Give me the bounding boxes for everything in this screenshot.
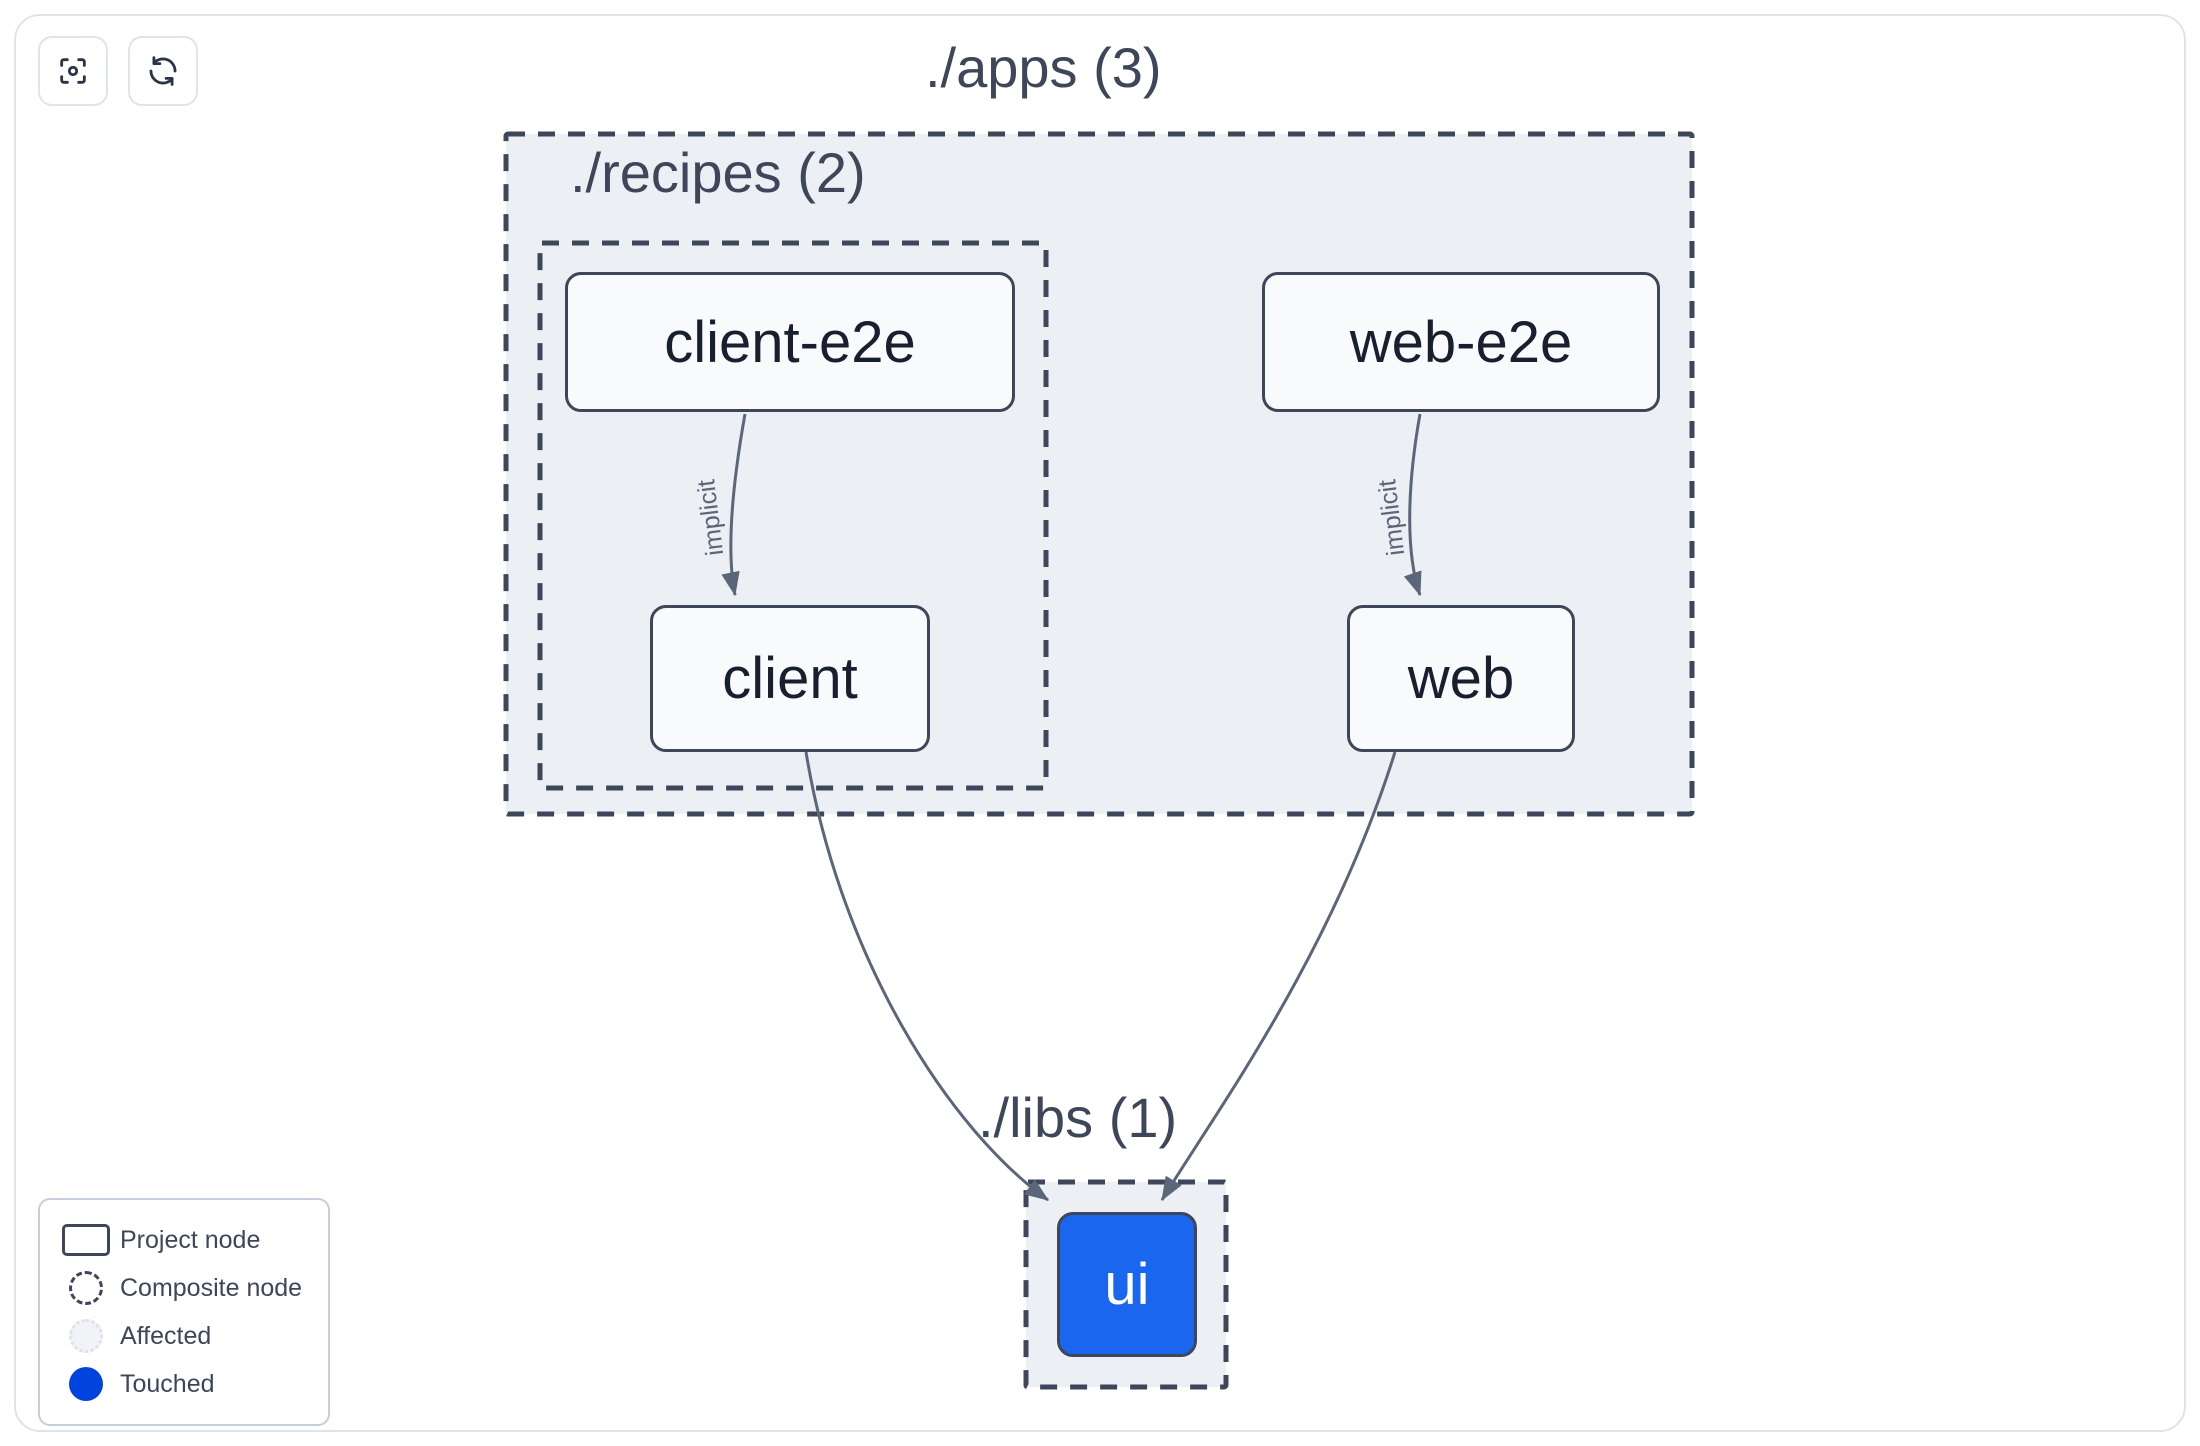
node-web[interactable]: web — [1347, 605, 1575, 752]
affected-swatch-icon — [58, 1319, 114, 1353]
group-label-apps: ./apps (3) — [925, 36, 1162, 99]
node-client-e2e[interactable]: client-e2e — [565, 272, 1015, 412]
legend-panel: Project node Composite node Affected Tou… — [38, 1198, 330, 1426]
legend-item-touched: Touched — [58, 1360, 310, 1408]
refresh-graph-button[interactable] — [128, 36, 198, 106]
group-label-recipes: ./recipes (2) — [570, 141, 866, 204]
legend-item-project-node: Project node — [58, 1216, 310, 1264]
legend-label-affected: Affected — [120, 1321, 212, 1350]
touched-swatch-icon — [58, 1367, 114, 1401]
edge-client-to-ui[interactable] — [804, 751, 1049, 1202]
edge-web-e2e-to-web[interactable] — [1403, 413, 1422, 597]
node-web-e2e[interactable]: web-e2e — [1262, 272, 1660, 412]
legend-label-touched: Touched — [120, 1369, 215, 1398]
project-node-swatch-icon — [58, 1224, 114, 1256]
group-label-libs: ./libs (1) — [978, 1086, 1178, 1149]
graph-toolbar — [38, 36, 198, 106]
legend-label-project-node: Project node — [120, 1225, 261, 1254]
focus-scan-icon — [56, 54, 90, 88]
edge-web-to-ui[interactable] — [1160, 751, 1397, 1202]
refresh-icon — [146, 54, 180, 88]
node-ui[interactable]: ui — [1057, 1212, 1197, 1357]
legend-label-composite-node: Composite node — [120, 1273, 303, 1302]
legend-item-composite-node: Composite node — [58, 1264, 310, 1312]
legend-item-affected: Affected — [58, 1312, 310, 1360]
focus-graph-button[interactable] — [38, 36, 108, 106]
composite-node-swatch-icon — [58, 1271, 114, 1305]
edge-client-e2e-to-client[interactable] — [721, 413, 747, 597]
node-client[interactable]: client — [650, 605, 930, 752]
